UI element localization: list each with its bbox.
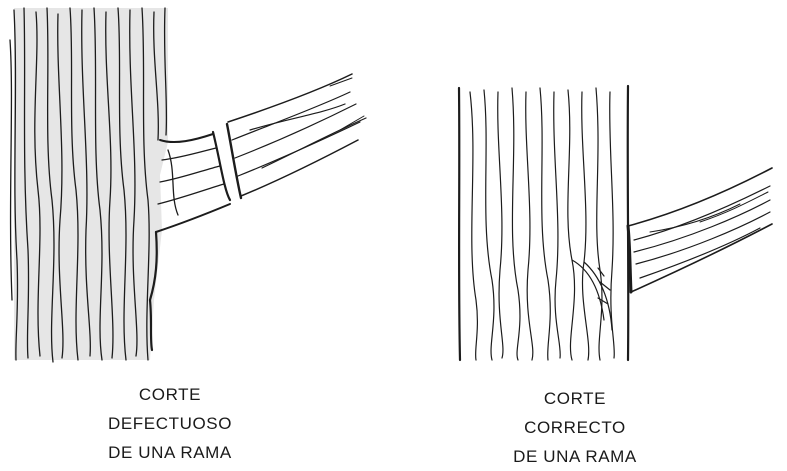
caption-correct-cut: CORTE CORRECTO DE UNA RAMA xyxy=(465,384,685,471)
caption-line: DEFECTUOSO xyxy=(60,409,280,438)
correct-cut-drawing xyxy=(459,86,772,360)
caption-line: CORRECTO xyxy=(465,413,685,442)
trunk-grain xyxy=(470,88,614,360)
cut-branch-piece xyxy=(227,74,366,198)
defective-cut-drawing xyxy=(10,8,366,362)
caption-line: DE UNA RAMA xyxy=(465,442,685,471)
caption-defective-cut: CORTE DEFECTUOSO DE UNA RAMA xyxy=(60,380,280,467)
trunk-outline xyxy=(459,86,628,360)
cut-branch xyxy=(628,168,772,292)
caption-line: CORTE xyxy=(465,384,685,413)
caption-line: DE UNA RAMA xyxy=(60,438,280,467)
caption-line: CORTE xyxy=(60,380,280,409)
